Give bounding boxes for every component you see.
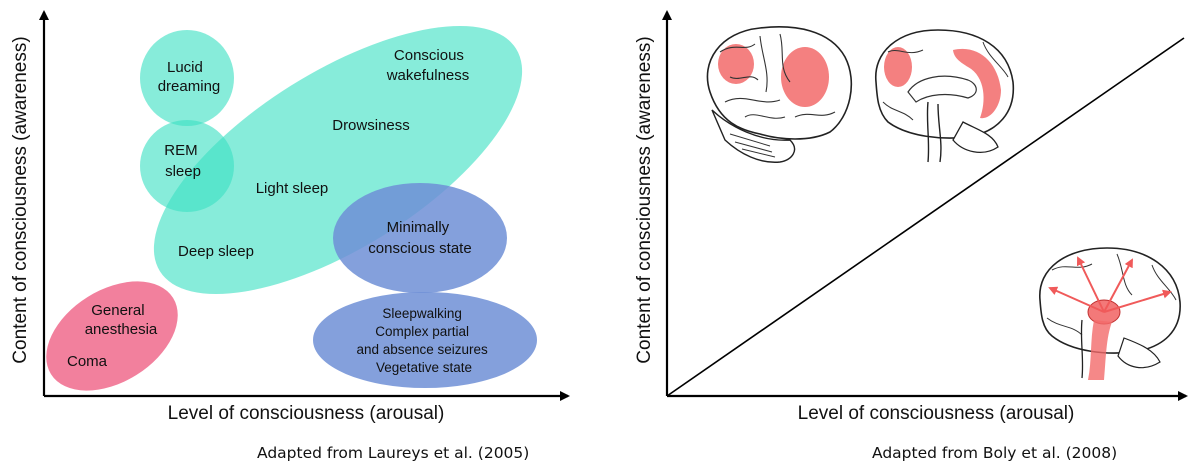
- coma-label: Coma: [67, 353, 108, 370]
- conscious-wakefulness-ellipse: [153, 26, 523, 294]
- left-panel: Lucid dreaming REM sleep Conscious wakef…: [10, 10, 570, 462]
- thalamocortical-brain-illustration: [1039, 247, 1181, 380]
- lucid-dreaming-ellipse: [140, 30, 234, 126]
- medial-brain-illustration: [875, 29, 1015, 163]
- anesthesia-coma-ellipse: [46, 281, 178, 391]
- minimally-conscious-label: Minimally conscious state: [368, 219, 471, 257]
- general-anesthesia-label: General anesthesia: [85, 302, 158, 338]
- left-caption: Adapted from Laureys et al. (2005): [257, 444, 529, 462]
- sleepwalking-ellipse: [313, 292, 537, 388]
- deep-sleep-label: Deep sleep: [178, 243, 254, 260]
- left-x-axis-title: Level of consciousness (arousal): [168, 403, 445, 424]
- minimally-conscious-ellipse: [333, 183, 507, 293]
- sleepwalking-group-label: Sleepwalking Complex partial and absence…: [356, 306, 491, 375]
- drowsiness-label: Drowsiness: [332, 117, 410, 134]
- right-y-axis-title: Content of consciousness (awareness): [634, 36, 655, 363]
- rem-sleep-ellipse: [140, 120, 234, 212]
- arousal-awareness-diagonal: [666, 37, 1185, 397]
- rem-sleep-label: REM sleep: [164, 142, 202, 180]
- right-caption: Adapted from Boly et al. (2008): [872, 444, 1117, 462]
- right-panel: Level of consciousness (arousal) Content…: [634, 10, 1188, 462]
- light-sleep-label: Light sleep: [256, 180, 329, 197]
- lateral-brain-illustration: [706, 26, 853, 163]
- state-ellipses: [46, 26, 537, 391]
- conscious-wakefulness-label: Conscious wakefulness: [386, 47, 470, 84]
- lucid-dreaming-label: Lucid dreaming: [158, 59, 221, 95]
- left-y-axis-title: Content of consciousness (awareness): [10, 36, 31, 363]
- right-x-axis-title: Level of consciousness (arousal): [798, 403, 1075, 424]
